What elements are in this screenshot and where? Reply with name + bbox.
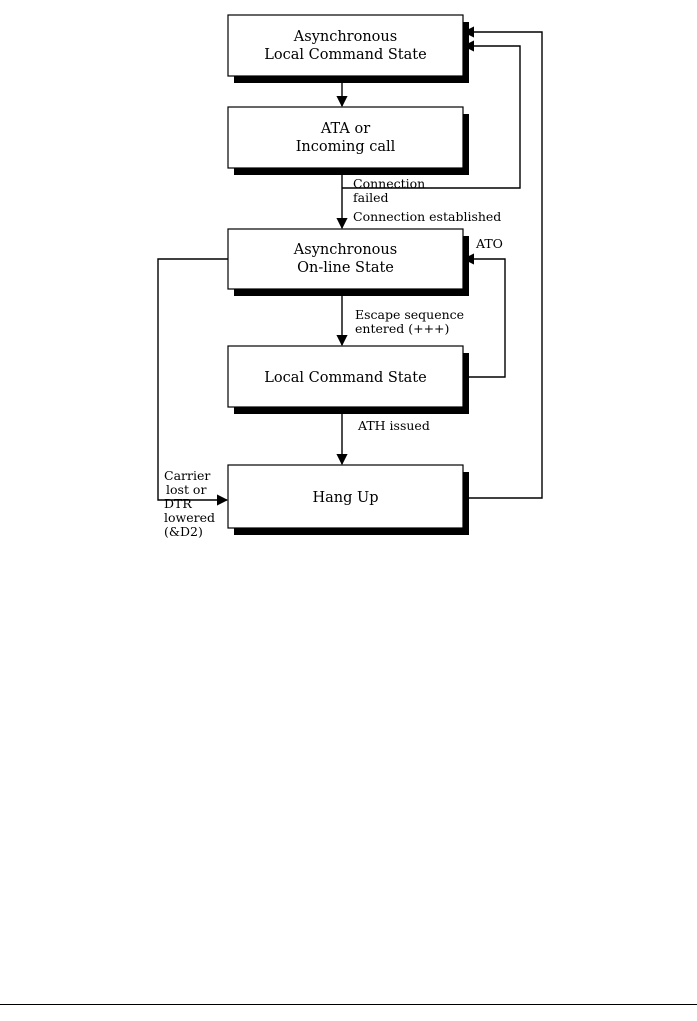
label-connection-failed-1: Connection [353, 176, 425, 191]
label-carrier-lost-5: (&D2) [164, 524, 203, 539]
edge-carrier-lost [158, 259, 228, 500]
edge-ato [463, 259, 505, 377]
state-async-local-line-1: Asynchronous [293, 29, 397, 45]
label-carrier-lost-3: DTR [164, 496, 192, 511]
edge-hangup-to-async-local [463, 32, 542, 498]
label-escape-sequence-1: Escape sequence [355, 307, 464, 322]
label-ath-issued: ATH issued [357, 418, 430, 433]
label-carrier-lost-4: lowered [164, 510, 215, 525]
label-carrier-lost-2: lost or [166, 482, 206, 497]
label-ato: ATO [475, 236, 503, 251]
label-connection-failed-2: failed [353, 190, 388, 205]
label-carrier-lost-1: Carrier [164, 468, 210, 483]
state-ata-line-2: Incoming call [296, 139, 396, 155]
state-local-command-label: Local Command State [264, 370, 426, 386]
label-connection-established: Connection established [353, 209, 501, 224]
page-bottom-rule [0, 1004, 697, 1005]
state-async-online-line-2: On-line State [297, 260, 394, 276]
state-async-online: Asynchronous On-line State [228, 229, 469, 296]
state-hang-up-label: Hang Up [312, 490, 378, 506]
state-local-command: Local Command State [228, 346, 469, 414]
state-ata-line-1: ATA or [320, 121, 370, 137]
state-async-local-line-2: Local Command State [264, 47, 426, 63]
label-escape-sequence-2: entered (+++) [355, 321, 449, 336]
state-ata: ATA or Incoming call [228, 107, 469, 175]
state-hang-up: Hang Up [228, 465, 469, 535]
state-async-local: Asynchronous Local Command State [228, 15, 469, 83]
state-async-online-line-1: Asynchronous [293, 242, 397, 258]
